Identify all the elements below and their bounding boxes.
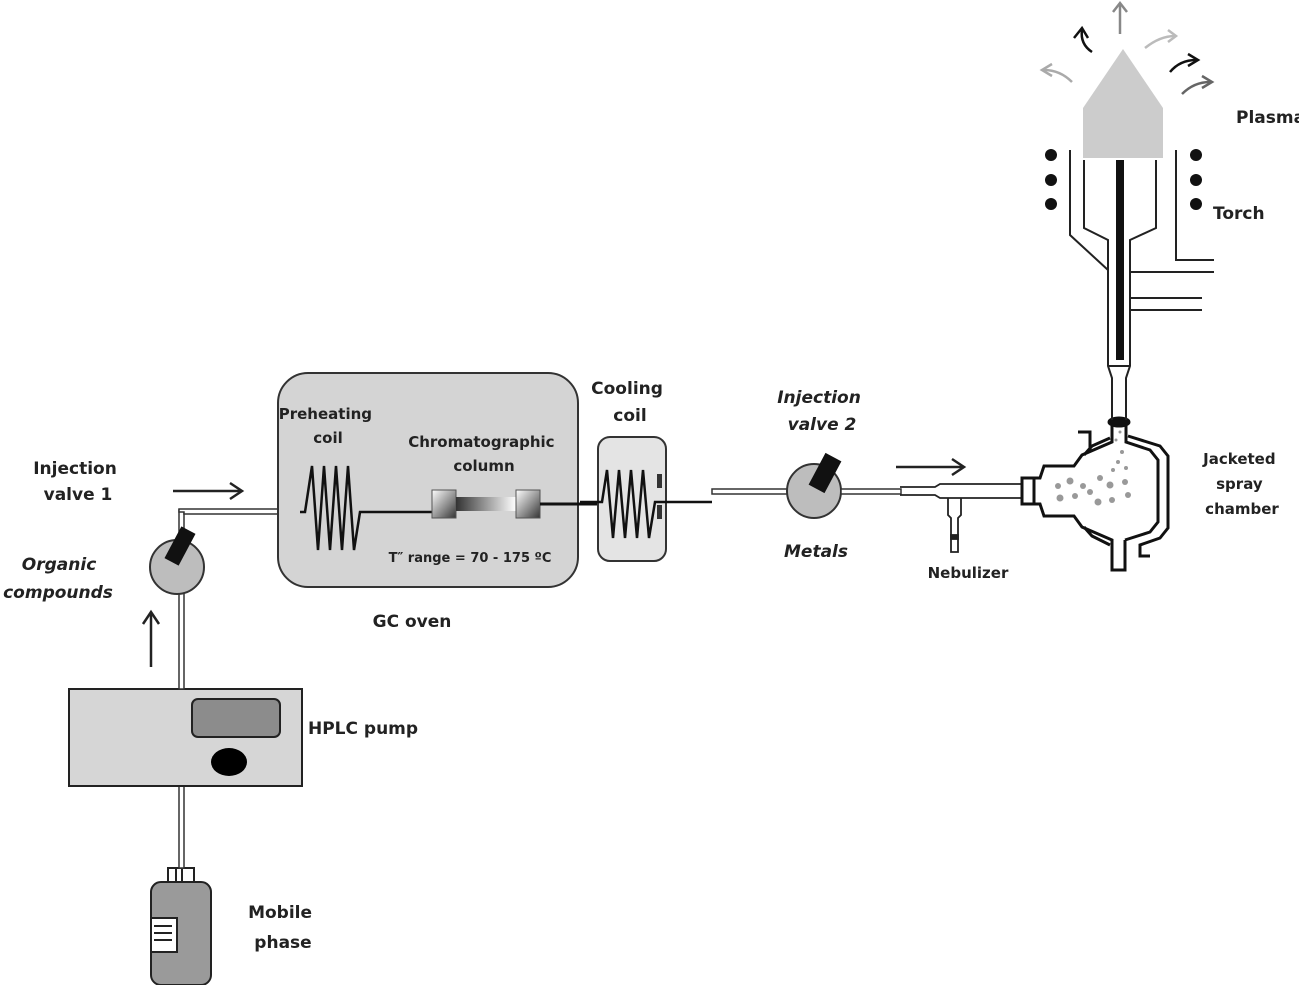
tube-bottle-to-pump <box>178 785 185 869</box>
label-hplc-pump: HPLC pump <box>308 719 418 739</box>
injection-valve-1 <box>149 509 205 595</box>
label-torch: Torch <box>1213 204 1265 224</box>
label-jacketed-spray-chamber: Jacketed spray chamber <box>1202 450 1281 518</box>
hplc-pump <box>68 688 303 787</box>
spray-droplets <box>1055 430 1131 506</box>
tube-valve2-to-nebulizer <box>840 488 902 495</box>
tube-pump-to-valve1 <box>178 592 185 690</box>
cooling-coil <box>580 436 712 562</box>
label-nebulizer: Nebulizer <box>928 564 1009 582</box>
jacketed-spray-chamber <box>1020 416 1170 572</box>
preheating-coil <box>300 465 432 551</box>
label-gc-oven: GC oven <box>373 612 452 632</box>
rf-coil-right <box>1190 149 1202 210</box>
chromatographic-column <box>431 489 602 519</box>
flow-arrow-right-1 <box>173 481 245 501</box>
label-chromatographic-column: Chromatographic column <box>408 433 560 475</box>
label-temperature-range: T″ range = 70 - 175 ºC <box>389 551 552 566</box>
label-plasma: Plasma <box>1236 108 1299 128</box>
gc-oven <box>277 372 602 588</box>
rf-coil-left <box>1045 149 1057 210</box>
label-metals: Metals <box>784 542 848 562</box>
flow-arrow-right-2 <box>896 457 967 477</box>
injection-valve-2 <box>786 452 842 519</box>
label-preheating-coil: Preheating coil <box>279 405 378 447</box>
label-cooling-coil: Cooling coil <box>591 379 669 426</box>
label-injection-valve-1: Injection valve 1 <box>33 459 123 505</box>
label-organic-compounds: Organic compounds <box>3 555 113 603</box>
label-mobile-phase: Mobile phase <box>248 903 318 953</box>
flow-arrow-up <box>141 609 161 667</box>
mobile-phase-bottle <box>150 867 212 985</box>
tube-cooling-to-valve2 <box>711 488 789 495</box>
label-injection-valve-2: Injection valve 2 <box>777 388 867 435</box>
plasma <box>1039 0 1215 158</box>
nebulizer <box>900 483 1022 553</box>
emission-arrows <box>1039 0 1215 95</box>
torch <box>1045 149 1214 420</box>
